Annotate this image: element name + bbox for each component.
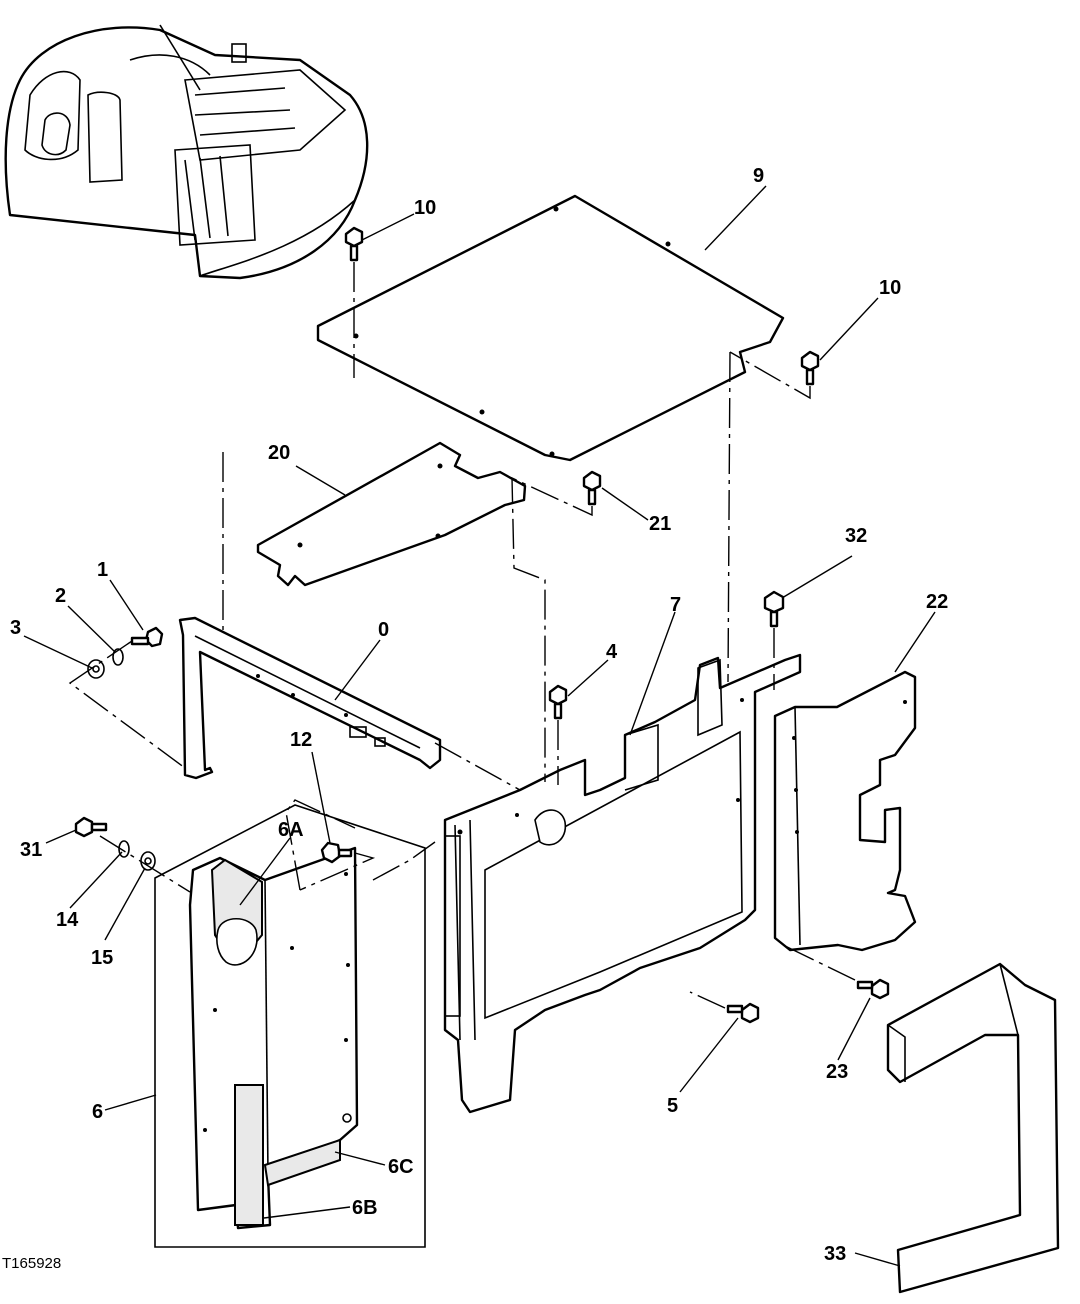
- bolt-31: [74, 816, 108, 838]
- bolt-10-right: [800, 350, 820, 386]
- callout-33: 33: [824, 1243, 846, 1265]
- machine-locator-illustration: [4, 24, 369, 280]
- bolt-12: [320, 841, 353, 864]
- callout-10-left: 10: [414, 197, 436, 219]
- foam-seal: [886, 962, 1060, 1294]
- callout-3: 3: [10, 617, 21, 639]
- callout-labels: 0 1 2 3 4 5 6 6A 6B 6C 7 9 10 10 12 14 1…: [10, 165, 948, 1265]
- callout-2: 2: [55, 585, 66, 607]
- frame-bracket: [178, 616, 442, 780]
- callout-4: 4: [606, 641, 618, 663]
- washer-3: [87, 659, 105, 679]
- bolt-23: [856, 978, 890, 1000]
- callout-0: 0: [378, 619, 389, 641]
- callout-12: 12: [290, 729, 312, 751]
- callout-14: 14: [56, 909, 79, 931]
- bolt-32: [763, 590, 785, 628]
- callout-leaders: [23, 185, 936, 1267]
- top-cover-plate: [316, 194, 785, 462]
- callout-7: 7: [670, 594, 681, 616]
- callout-6B: 6B: [352, 1197, 378, 1219]
- callout-15: 15: [91, 947, 113, 969]
- callout-9: 9: [753, 165, 764, 187]
- alignment-lines: [68, 262, 856, 1009]
- bolt-4: [548, 684, 568, 720]
- bolt-1: [130, 626, 164, 648]
- bolt-5: [726, 1002, 760, 1024]
- callout-20: 20: [268, 442, 290, 464]
- callout-23: 23: [826, 1061, 848, 1083]
- callout-22: 22: [926, 591, 948, 613]
- figure-reference-id: T165928: [2, 1255, 61, 1272]
- callout-1: 1: [97, 559, 108, 581]
- bolt-10-left: [344, 226, 364, 262]
- main-support-panel: [443, 653, 802, 1114]
- callout-10-right: 10: [879, 277, 901, 299]
- callout-6C: 6C: [388, 1156, 414, 1178]
- side-panel: [773, 670, 917, 952]
- inner-cover-plate: [256, 441, 527, 587]
- item-6-group-outline: [154, 804, 426, 1248]
- lower-cover-assembly: [188, 846, 359, 1230]
- callout-6A: 6A: [278, 819, 304, 841]
- callout-32: 32: [845, 525, 867, 547]
- callout-31: 31: [20, 839, 42, 861]
- callout-5: 5: [667, 1095, 678, 1117]
- bolt-21: [582, 470, 602, 506]
- callout-21: 21: [649, 513, 671, 535]
- washer-15: [140, 851, 156, 871]
- callout-6: 6: [92, 1101, 103, 1123]
